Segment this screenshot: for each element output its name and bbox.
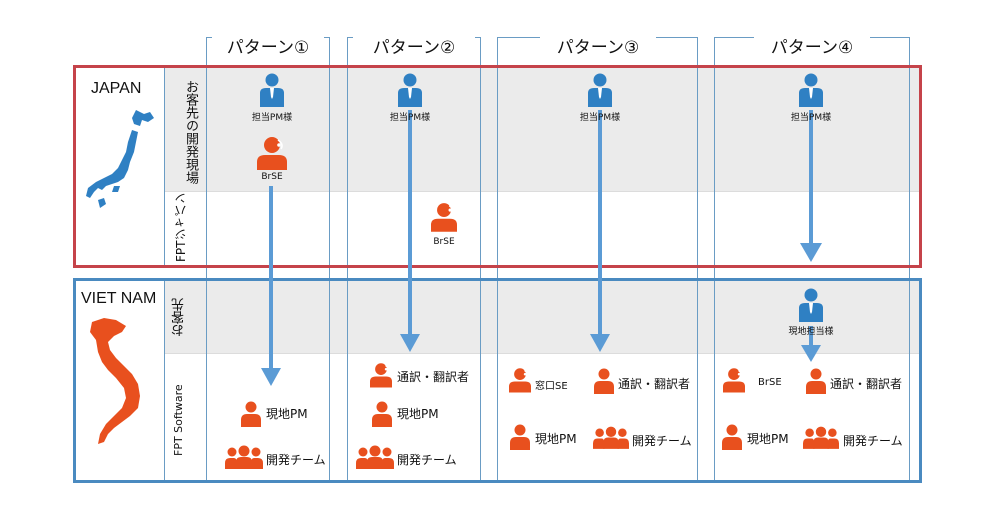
row-label-jp-client: お客先の開発現場 <box>183 80 198 184</box>
role-label-dev-team: 開発チーム <box>632 434 692 448</box>
label-column-divider <box>164 281 165 480</box>
fpt-brse-icon <box>509 368 531 393</box>
vietnam-region <box>73 278 922 483</box>
fpt-person-icon <box>510 424 530 450</box>
role-label-pm-sama: 担当PM様 <box>389 113 431 123</box>
client-person-icon <box>260 73 284 107</box>
role-label-translator: 通訳・翻訳者 <box>618 377 691 391</box>
client-person-icon <box>588 73 612 107</box>
fpt-person-icon <box>372 401 392 427</box>
client-person-icon <box>799 73 823 107</box>
role-label-local-pm: 現地PM <box>747 432 789 446</box>
fpt-team-icon <box>225 445 263 469</box>
role-label-local-pm: 現地PM <box>397 407 439 421</box>
pattern-label-1: パターン① <box>212 37 324 59</box>
role-label-local-pm: 現地PM <box>535 432 577 446</box>
role-label-brse: BrSE <box>433 237 455 247</box>
role-label-dev-team: 開発チーム <box>266 453 326 467</box>
pattern-label-4: パターン④ <box>754 37 870 59</box>
role-label-window-se: 窓口SE <box>535 381 568 392</box>
row-divider <box>165 353 919 354</box>
pattern-label-3: パターン③ <box>540 37 656 59</box>
role-label-dev-team: 開発チーム <box>843 434 903 448</box>
fpt-team-icon <box>593 426 629 449</box>
role-label-pm-sama: 担当PM様 <box>790 113 832 123</box>
vn-client-band <box>165 281 919 353</box>
fpt-brse-icon <box>370 363 392 388</box>
role-label-pm-sama: 担当PM様 <box>251 113 293 123</box>
role-label-local-pm: 現地PM <box>266 407 308 421</box>
role-label-translator: 通訳・翻訳者 <box>830 377 903 391</box>
fpt-person-icon <box>722 424 742 450</box>
fpt-person-icon <box>594 368 614 394</box>
role-label-brse: BrSE <box>758 377 782 388</box>
pattern-label-2: パターン② <box>353 37 475 59</box>
vietnam-map-icon <box>90 318 140 444</box>
row-divider <box>165 191 919 192</box>
role-label-brse: BrSE <box>261 172 283 182</box>
role-label-translator: 通訳・翻訳者 <box>397 370 470 384</box>
role-label-pm-sama: 担当PM様 <box>579 113 621 123</box>
fpt-brse-icon <box>723 368 745 393</box>
fpt-team-icon <box>356 445 394 469</box>
country-japan: JAPAN <box>91 80 142 97</box>
fpt-brse-icon <box>431 203 457 232</box>
fpt-brse-icon <box>257 137 287 170</box>
client-person-icon <box>398 73 422 107</box>
japan-region <box>73 65 922 268</box>
label-column-divider <box>164 68 165 265</box>
jp-client-band <box>165 68 919 191</box>
country-vietnam: VIET NAM <box>81 290 157 307</box>
role-label-dev-team: 開発チーム <box>397 453 457 467</box>
role-label-local-rep: 現地担当様 <box>788 327 834 337</box>
fpt-team-icon <box>803 426 839 449</box>
fpt-person-icon <box>241 401 261 427</box>
japan-map-icon <box>86 110 154 208</box>
client-person-icon <box>799 288 823 322</box>
fpt-person-icon <box>806 368 826 394</box>
